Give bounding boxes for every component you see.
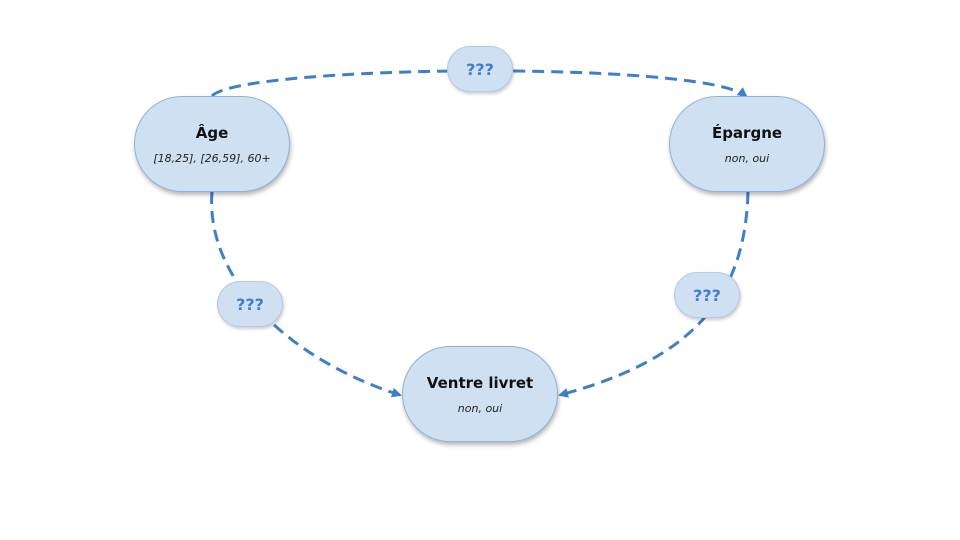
node-age[interactable]: Âge [18,25], [26,59], 60+ (134, 96, 290, 192)
edge-age-epargne (210, 69, 748, 98)
edge-epargne-ventre-livret (558, 191, 750, 398)
node-title: Ventre livret (426, 373, 534, 392)
node-ventre-livret[interactable]: Ventre livret non, oui (402, 346, 558, 442)
node-values: [18,25], [26,59], 60+ (153, 151, 271, 165)
node-epargne[interactable]: Épargne non, oui (669, 96, 825, 192)
node-values: non, oui (457, 401, 503, 415)
edge-label-age-epargne[interactable]: ??? (447, 46, 513, 92)
edge-label-age-ventre-livret[interactable]: ??? (217, 281, 283, 327)
node-values: non, oui (724, 151, 770, 165)
edge-label-epargne-ventre-livret[interactable]: ??? (674, 272, 740, 318)
node-title: Âge (195, 123, 229, 142)
node-title: Épargne (711, 123, 783, 142)
